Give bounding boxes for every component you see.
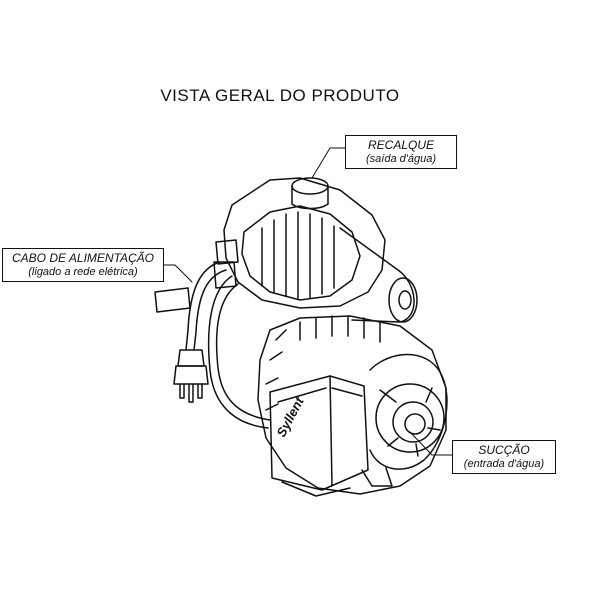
callout-recalque-label: RECALQUE: [367, 138, 435, 152]
callout-cabo-label: CABO DE ALIMENTAÇÃO: [11, 251, 155, 265]
power-cable: [154, 261, 271, 429]
terminal-box: [269, 375, 369, 497]
callout-cabo-sublabel: (ligado a rede elétrica): [28, 266, 138, 278]
callout-succao-label: SUCÇÃO: [478, 443, 530, 457]
power-plug: [173, 349, 209, 403]
brand-logo: Syllent: [273, 394, 307, 439]
diagram-title: VISTA GERAL DO PRODUTO: [160, 86, 400, 105]
callout-recalque-sublabel: (saída d'água): [366, 153, 436, 165]
pressure-controller: [213, 177, 386, 309]
callout-cabo: CABO DE ALIMENTAÇÃO (ligado a rede elétr…: [2, 248, 164, 282]
motor-body: [257, 315, 448, 495]
pressure-capsule: [339, 227, 418, 323]
callout-recalque: RECALQUE (saída d'água): [345, 135, 457, 169]
callout-succao: SUCÇÃO (entrada d'água): [452, 440, 556, 474]
callout-succao-sublabel: (entrada d'água): [463, 458, 545, 470]
